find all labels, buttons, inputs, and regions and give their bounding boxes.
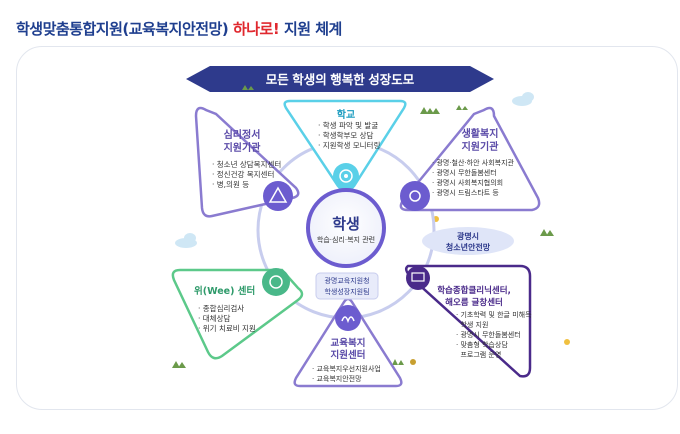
center-circle — [306, 188, 386, 268]
list-item: · 학생 파악 및 발굴 — [318, 121, 379, 130]
list-item: · 광명시 드림스타트 등 — [432, 189, 499, 197]
list-item: · 광명·철산·하안 사회복지관 — [432, 159, 514, 167]
welfare-items: · 광명·철산·하안 사회복지관 · 광명시 무한돌봄센터 · 광명시 사회복지… — [432, 158, 514, 198]
clinic-items: · 기초학력 및 한글 미해득 학생 지원 · 광명시 무한돌봄센터 · 맞춤형… — [456, 310, 532, 360]
psych-title-line1: 심리정서 — [223, 130, 261, 141]
school-title: 학교 — [336, 110, 356, 121]
triangle-dots-icon — [263, 181, 293, 211]
flower-icon — [564, 339, 570, 345]
welfare-title-line2: 지원기관 — [461, 142, 499, 153]
hub-label-box — [315, 272, 379, 300]
banner-shape — [186, 66, 494, 92]
edu-title-line1: 교육복지 — [330, 338, 366, 349]
wee-items: · 종합심리검사 · 대체상담 · 위기 치료비 지원 — [198, 304, 256, 334]
list-item: · 대체상담 — [198, 314, 231, 323]
grass-icon — [172, 85, 554, 368]
list-item: · 맞춤형 학습상담 — [456, 341, 508, 349]
list-item: · 교육복지안전망 — [312, 375, 362, 383]
cloud-icon — [512, 92, 534, 106]
list-item: 학생 지원 — [456, 321, 489, 329]
clinic-title-line2: 해오름 글창센터 — [445, 298, 503, 308]
title-tail: 지원 체계 — [283, 20, 342, 38]
list-item: · 청소년 상담복지센터 — [212, 160, 282, 169]
title-main: 학생맞춤통합지원(교육복지안전망) — [16, 20, 229, 38]
center-title: 학생 — [332, 215, 360, 233]
globe-icon — [262, 268, 290, 296]
center-subtitle: 학습·심리·복지 관련 — [316, 236, 376, 244]
flower-icon — [410, 359, 416, 365]
hub-label-line1: 광명교육지원청 — [324, 277, 370, 285]
psych-title-line2: 지원기관 — [223, 143, 261, 154]
list-item: · 광명시 무한돌봄센터 — [456, 331, 521, 339]
list-item: · 정신건강 복지센터 — [212, 170, 275, 179]
hub-label-line2: 학생성장지원팀 — [324, 288, 370, 296]
city-label-bubble — [422, 227, 514, 255]
wave-icon — [335, 305, 361, 331]
psych-items: · 청소년 상담복지센터 · 정신건강 복지센터 · 병,의원 등 — [212, 160, 281, 190]
page-title: 학생맞춤통합지원(교육복지안전망) 하나로! 지원 체계 — [16, 18, 342, 39]
list-item: · 광명시 사회복지협의회 — [432, 179, 504, 187]
list-item: 프로그램 운영 — [456, 351, 502, 359]
school-items: · 학생 파악 및 발굴 · 학생학부모 상담 · 지원학생 모니터링 — [318, 121, 380, 151]
list-item: · 광명시 무한돌봄센터 — [432, 169, 497, 177]
list-item: · 위기 치료비 지원 — [198, 324, 256, 333]
gear-icon — [400, 181, 430, 211]
clinic-title-line1: 학습종합클리닉센터, — [437, 286, 511, 296]
welfare-node — [399, 106, 541, 212]
list-item: · 기초학력 및 한글 미해득 — [456, 311, 532, 319]
cloud-icon — [175, 233, 197, 248]
wee-title: 위(Wee) 센터 — [194, 286, 256, 297]
monitor-icon — [406, 266, 430, 290]
list-item: · 학생학부모 상담 — [318, 131, 374, 140]
list-item: · 교육복지우선지원사업 — [312, 365, 381, 373]
edu-items: · 교육복지우선지원사업 · 교육복지안전망 — [312, 364, 381, 384]
list-item: · 병,의원 등 — [212, 180, 250, 189]
edu-title-line2: 지원센터 — [330, 350, 366, 361]
city-label-line2: 청소년안전망 — [445, 243, 491, 252]
title-accent: 하나로! — [232, 20, 280, 38]
list-item: · 지원학생 모니터링 — [318, 141, 381, 150]
banner-text: 모든 학생의 행복한 성장도모 — [266, 72, 415, 87]
city-label-line1: 광명시 — [456, 232, 480, 241]
list-item: · 종합심리검사 — [198, 304, 245, 313]
welfare-title-line1: 생활복지 — [461, 129, 499, 140]
